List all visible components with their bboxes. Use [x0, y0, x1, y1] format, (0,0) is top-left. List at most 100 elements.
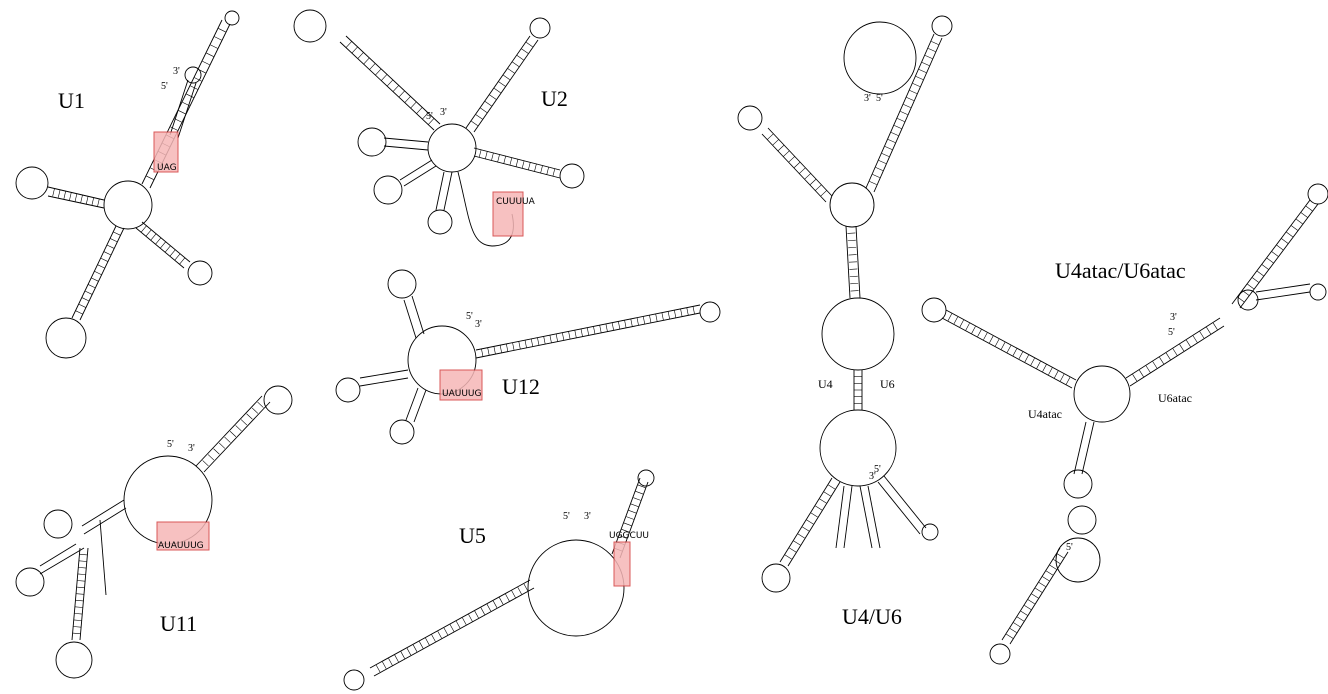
u2-highlight-box: [492, 191, 524, 237]
u2-label: U2: [541, 86, 568, 111]
u4u6-structure: 3' 5' 3' 5' U4 U6 U4/U6: [737, 15, 953, 629]
base-pair: [73, 619, 82, 621]
base-pair: [1206, 327, 1211, 335]
base-pair: [113, 231, 121, 236]
base-pair: [809, 179, 817, 185]
base-pair: [480, 107, 488, 113]
base-pair: [642, 316, 646, 325]
base-pair: [667, 311, 670, 320]
base-pair: [76, 586, 85, 589]
base-pair: [431, 634, 436, 642]
base-pair: [586, 327, 590, 336]
base-pair: [449, 624, 455, 632]
u4u6-5prime-label: 5': [876, 93, 883, 104]
u4u6-lower-3prime-label: 3': [869, 471, 876, 482]
base-pair: [78, 560, 87, 562]
base-pair: [525, 42, 533, 48]
base-pair: [1256, 270, 1264, 277]
base-pair: [381, 74, 388, 81]
base-pair: [1024, 605, 1032, 610]
u12-highlight-box: [439, 369, 483, 401]
base-pair: [475, 114, 483, 120]
base-pair: [890, 132, 899, 136]
base-pair: [630, 318, 633, 327]
base-pair: [240, 419, 248, 426]
base-pair: [674, 310, 677, 318]
base-pair: [523, 583, 529, 592]
u1-central-loop: [103, 180, 153, 230]
base-pair: [516, 55, 524, 61]
base-pair: [1247, 283, 1255, 290]
base-pair: [820, 190, 827, 197]
base-pair: [521, 160, 525, 169]
base-pair: [802, 526, 810, 532]
base-pair: [206, 52, 214, 57]
u1-label: U1: [58, 88, 85, 113]
base-pair: [900, 111, 908, 115]
u6atac-sub-label: U6atac: [1158, 391, 1192, 405]
base-pair: [881, 153, 890, 157]
base-pair: [498, 81, 506, 87]
base-pair: [1036, 361, 1041, 369]
base-pair: [869, 181, 877, 185]
u6-label: U6: [880, 377, 895, 391]
base-pair: [788, 156, 795, 163]
u4atac-central-loop: [1073, 365, 1131, 423]
u4atac-structure: 3' 5' 5' U4atac U6atac U4atac/U6atac: [921, 183, 1328, 665]
u4u6-lower-5prime-label: 5': [874, 464, 881, 475]
base-pair: [815, 184, 822, 191]
base-pair: [145, 229, 152, 237]
base-pair: [484, 101, 492, 107]
u4u6-upper-junction: [829, 182, 875, 228]
base-pair: [74, 606, 83, 608]
base-pair: [1000, 342, 1006, 350]
base-pair: [78, 567, 87, 569]
base-pair: [218, 442, 226, 449]
u12-3prime-label: 3': [475, 319, 482, 330]
u5-5prime-label: 5': [563, 511, 570, 522]
base-pair: [636, 317, 639, 326]
base-pair: [593, 326, 596, 335]
base-pair: [194, 77, 202, 82]
base-pair: [58, 189, 61, 198]
base-pair: [80, 194, 83, 203]
base-pair: [404, 96, 411, 103]
base-pair: [491, 152, 494, 161]
u4u6-label: U4/U6: [842, 604, 902, 629]
base-pair: [207, 454, 215, 461]
base-pair: [1056, 553, 1064, 559]
base-pair: [1020, 610, 1028, 616]
base-pair: [471, 120, 479, 126]
base-pair: [75, 593, 85, 595]
base-pair: [540, 165, 543, 174]
base-pair: [628, 510, 637, 514]
base-pair: [1045, 570, 1054, 576]
base-pair: [897, 118, 905, 122]
base-pair: [530, 338, 534, 347]
u1-side-hairpin: [169, 66, 202, 139]
base-pair: [823, 491, 831, 497]
base-pair: [489, 94, 497, 100]
base-pair: [784, 554, 792, 560]
base-pair: [462, 617, 467, 625]
base-pair: [382, 661, 387, 669]
base-pair: [63, 190, 66, 199]
base-pair: [804, 173, 811, 180]
base-pair: [400, 651, 405, 659]
u2-3prime-label: 3': [440, 107, 447, 118]
base-pair: [983, 332, 988, 340]
base-pair: [493, 346, 496, 355]
u2-structure: CUUUUA 5' 3' U2: [293, 9, 585, 247]
u4u6-3prime-label: 3': [864, 93, 871, 104]
base-pair: [1006, 633, 1014, 639]
base-pair: [1053, 559, 1061, 564]
base-pair: [1027, 599, 1035, 605]
base-pair: [485, 151, 488, 160]
base-pair: [887, 139, 896, 143]
u1-stem-bottom-right: [135, 221, 213, 286]
u1-structure: UAG 3' 5' U1: [15, 10, 240, 359]
u1-stem-bottom-left: [45, 225, 125, 359]
base-pair: [487, 347, 490, 356]
base-pair: [103, 251, 112, 256]
